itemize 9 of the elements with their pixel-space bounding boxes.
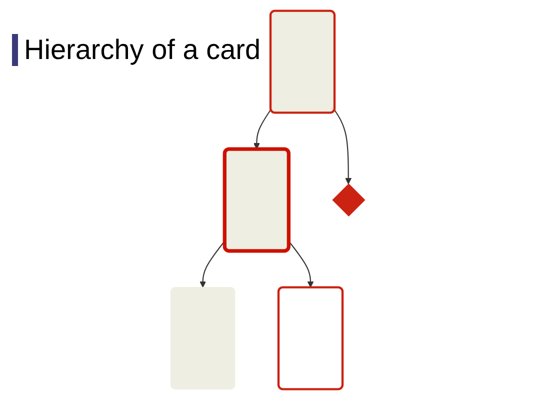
arrow	[334, 110, 352, 184]
arrow	[253, 110, 271, 150]
diamond-suit-icon	[332, 183, 365, 217]
arrow	[199, 240, 225, 288]
slide-title: Hierarchy of a card	[12, 34, 261, 66]
playing-card	[269, 10, 336, 114]
playing-card	[170, 286, 235, 390]
playing-card	[222, 147, 290, 253]
playing-card	[277, 286, 344, 390]
